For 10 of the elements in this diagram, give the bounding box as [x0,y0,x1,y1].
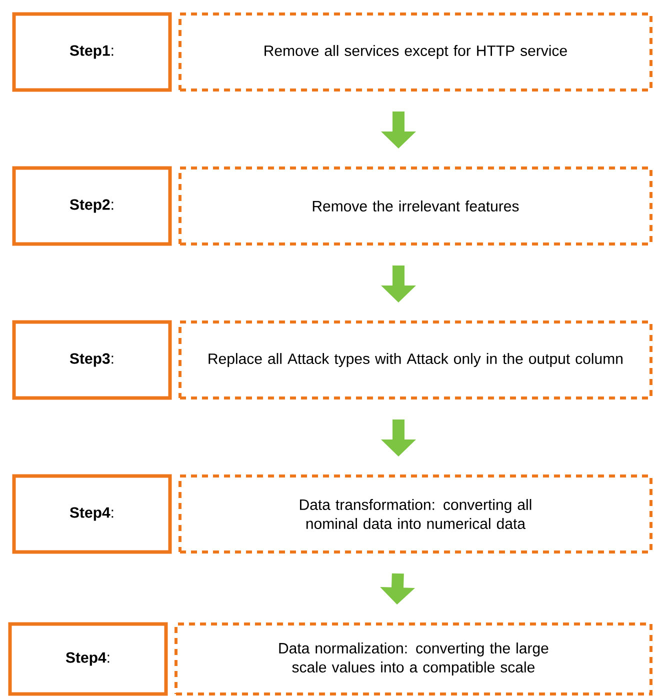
step-box: Step4: [12,474,172,554]
description-box: Data normalization: converting the large scale values into a compatible scale [174,622,652,696]
description-box: Data transformation: converting all nominal data into numerical data [178,474,652,554]
description-box: Remove the irrelevant features [178,166,652,246]
step-box: Step1: [12,12,172,92]
description-box: Replace all Attack types with Attack only in the output column [178,320,652,400]
step-box: Step3: [12,320,172,400]
description-box: Remove all services except for HTTP service [178,12,652,92]
step-box: Step4: [8,622,168,696]
step-box: Step2: [12,166,172,246]
